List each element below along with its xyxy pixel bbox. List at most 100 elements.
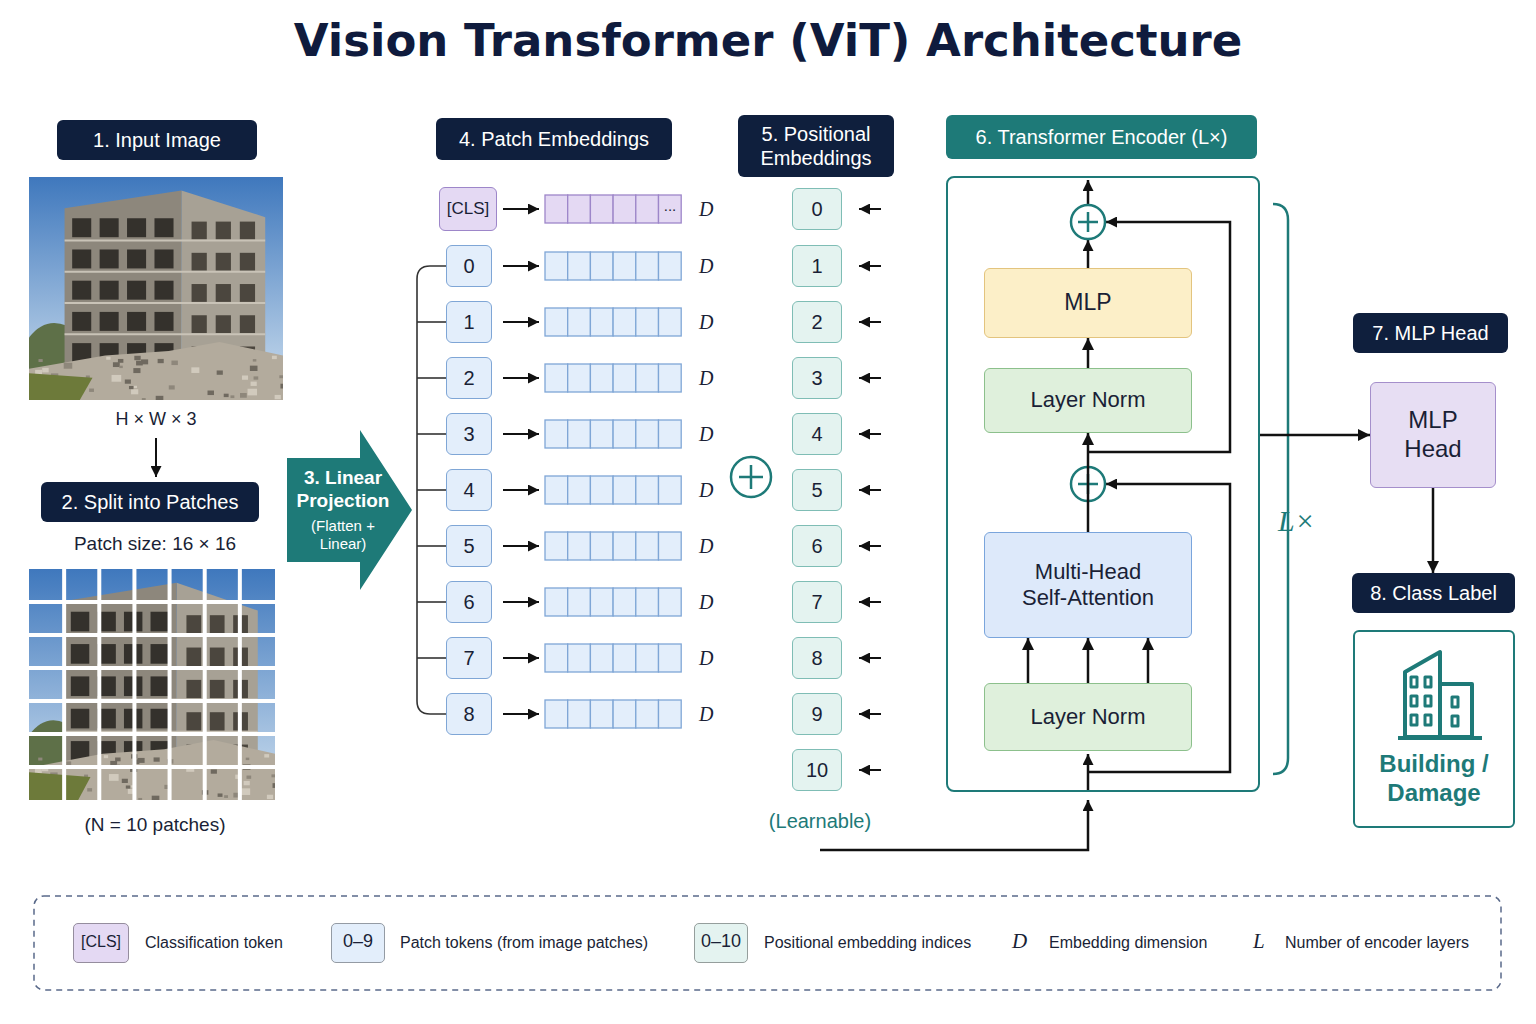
arrow-connector [1027, 638, 1030, 683]
projection-arrow [503, 713, 539, 715]
building-side [181, 190, 265, 364]
grass [29, 373, 93, 400]
node-text: 7 [463, 646, 474, 670]
embedding-cell [613, 308, 636, 336]
rubble-stone [211, 769, 217, 773]
node-text: 8 [811, 646, 822, 670]
embedding-cell [590, 588, 613, 616]
rubble-stone [113, 362, 120, 367]
window-opening [216, 253, 231, 271]
embedding-cell [659, 644, 682, 672]
symbol-label: L× [1278, 503, 1315, 539]
node-text: 6. Transformer Encoder (L×) [946, 115, 1257, 159]
window-opening [151, 644, 169, 664]
rubble-stone [112, 375, 122, 382]
window-opening [154, 218, 173, 237]
cls-token: [CLS] [439, 187, 497, 231]
section-header: 5. Positional Embeddings [738, 115, 894, 177]
input-arrow [859, 657, 881, 659]
icon-tower [1405, 652, 1440, 737]
rubble-stone [267, 795, 273, 799]
layer-norm-block: Layer Norm [984, 368, 1192, 433]
embedding-cell [636, 476, 659, 504]
window-opening [186, 712, 201, 730]
rubble-stone [134, 386, 137, 388]
input-arrow [859, 321, 881, 323]
bracket-tick [417, 321, 446, 323]
node-text: 4 [463, 478, 474, 502]
icon-window [1452, 697, 1458, 707]
icon-window [1425, 677, 1431, 687]
rubble-stone [89, 389, 94, 392]
node-text: 1 [811, 254, 822, 278]
window-opening [72, 218, 91, 237]
embedding-cell [636, 420, 659, 448]
input-arrow [859, 377, 881, 379]
window-opening [71, 612, 89, 632]
embedding-cell [590, 308, 613, 336]
projection-arrow [503, 545, 539, 547]
icon-ground [1398, 736, 1482, 740]
rubble-stone [275, 395, 281, 399]
patch-token: 2 [446, 357, 492, 399]
rubble-stone [218, 793, 223, 796]
patch-token: 6 [446, 581, 492, 623]
symbol-label: D [699, 478, 713, 502]
embedding-cell [613, 195, 636, 223]
embedding-cell [613, 532, 636, 560]
icon-window [1411, 715, 1417, 725]
input-arrow [859, 489, 881, 491]
window-opening [72, 312, 91, 331]
rubble-stone [169, 385, 175, 389]
rubble-stone [136, 361, 143, 366]
rubble-stone [152, 796, 160, 800]
embedding-cell [636, 252, 659, 280]
floor-slab [65, 240, 266, 242]
rubble-stone [242, 376, 248, 380]
window-opening [216, 222, 231, 240]
window-opening [240, 222, 255, 240]
rubble-stone [254, 376, 259, 379]
position-embedding: 1 [792, 245, 842, 287]
embedding-cell [590, 252, 613, 280]
node-text: 0 [811, 197, 822, 221]
input-arrow [859, 769, 881, 771]
rubble-stone [119, 366, 122, 368]
embedding-cell [545, 364, 568, 392]
section-header: 8. Class Label [1352, 573, 1515, 613]
input-arrow [859, 433, 881, 435]
window-opening [192, 284, 207, 302]
building-side [177, 583, 258, 763]
position-embedding: 3 [792, 357, 842, 399]
rubble-stone [230, 395, 234, 398]
text-label: (N = 10 patches) [55, 814, 255, 837]
node-text: 8 [463, 702, 474, 726]
residual-wire [1087, 240, 1090, 268]
diagram-title: Vision Transformer (ViT) Architecture [0, 14, 1536, 67]
floor-slab [65, 302, 266, 304]
projection-arrow-shape: 3. Linear Projection(Flatten + Linear) [287, 430, 412, 590]
node-text: 3 [463, 422, 474, 446]
projection-arrow [503, 433, 539, 435]
node-text: 10 [806, 758, 828, 782]
window-opening [100, 249, 119, 268]
embedding-cell [659, 532, 682, 560]
window-opening [240, 284, 255, 302]
text-label: (Learnable) [720, 809, 920, 833]
symbol-label: L [1253, 929, 1265, 954]
window-opening [216, 315, 231, 333]
window-opening [100, 218, 119, 237]
projection-arrow [503, 489, 539, 491]
embedding-cell [545, 420, 568, 448]
position-embedding: 8 [792, 637, 842, 679]
section-header: 4. Patch Embeddings [436, 118, 672, 160]
embedding-cell [568, 252, 591, 280]
flow-arrow [155, 438, 157, 477]
patch-token: 3 [446, 413, 492, 455]
window-opening [151, 676, 169, 696]
patch-token: 4 [446, 469, 492, 511]
symbol-label: D [1012, 929, 1027, 954]
node-text: 3 [811, 366, 822, 390]
embedding-cell [659, 252, 682, 280]
window-opening [210, 712, 225, 730]
